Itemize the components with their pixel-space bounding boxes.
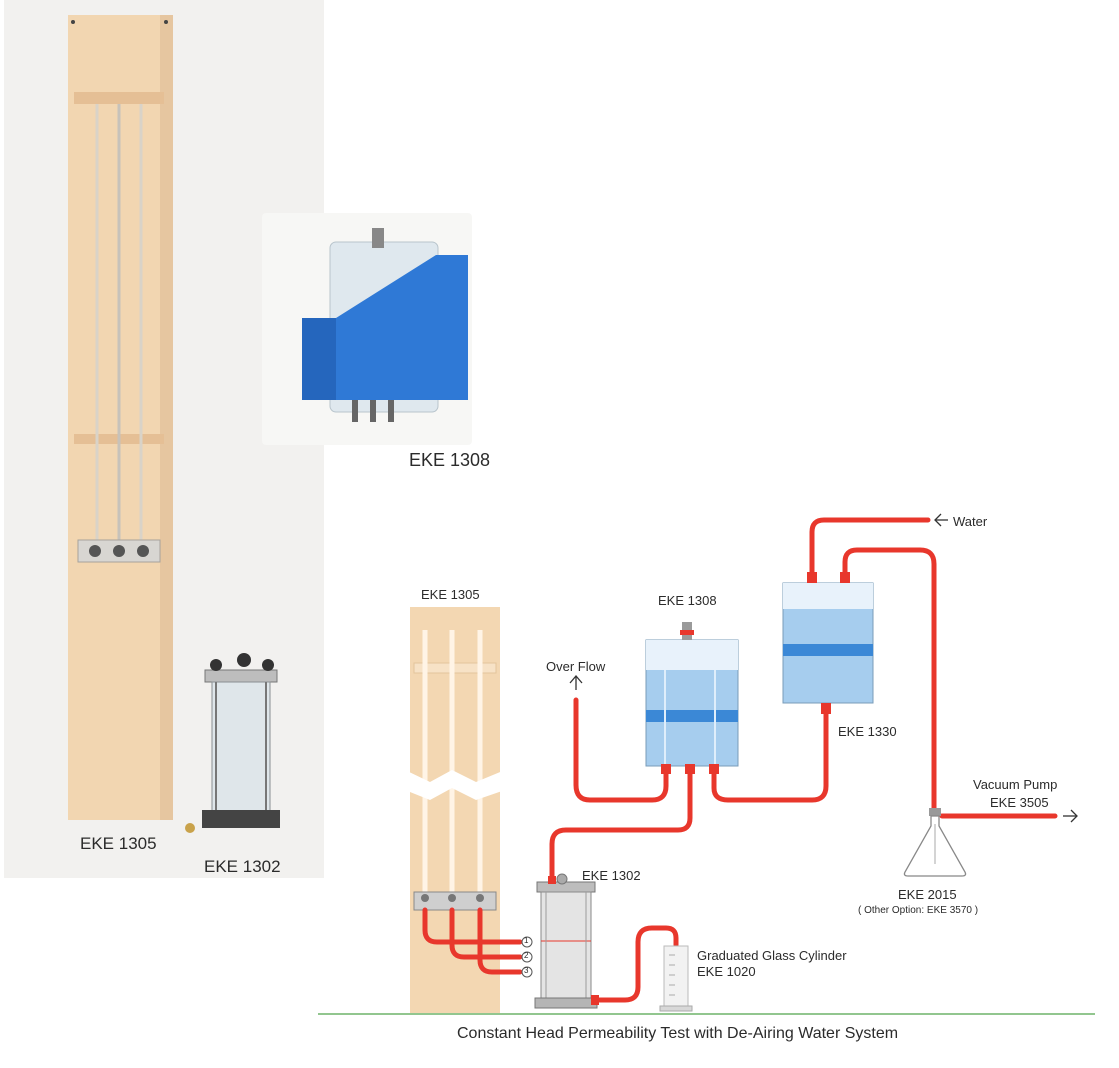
port-number-1: 1 [524, 936, 529, 945]
storage-tank [782, 572, 874, 714]
diagram-deairing-label: EKE 1308 [658, 593, 717, 608]
graduated-cylinder [659, 945, 693, 1012]
port-number-2: 2 [524, 951, 529, 960]
diagram-caption: Constant Head Permeability Test with De-… [457, 1025, 899, 1042]
flask-option-label: ( Other Option: EKE 3570 ) [858, 905, 979, 916]
pipe-network [422, 517, 1058, 1003]
photo-permeameter-label: EKE 1302 [204, 857, 281, 876]
flask-label: EKE 2015 [898, 887, 957, 902]
diagram-storage-label: EKE 1330 [838, 724, 897, 739]
diagram-permeameter-label: EKE 1302 [582, 868, 641, 883]
port-markers [521, 936, 533, 978]
cylinder-code: EKE 1020 [697, 964, 756, 979]
diagram-column [405, 607, 505, 1013]
photo-column-label: EKE 1305 [80, 834, 157, 853]
water-arrow-icon [934, 513, 948, 527]
vacuum-pump-label: Vacuum Pump [973, 777, 1058, 792]
diagram-permeameter [534, 873, 599, 1009]
water-label: Water [953, 514, 988, 529]
port-number-3: 3 [524, 966, 529, 975]
permeameter-photo [185, 653, 280, 833]
overflow-arrow-icon [569, 675, 583, 690]
diagram-column-label: EKE 1305 [421, 587, 480, 602]
overflow-label: Over Flow [546, 659, 606, 674]
cylinder-label: Graduated Glass Cylinder [697, 948, 847, 963]
vacuum-arrow-icon [1063, 809, 1078, 823]
column-photo [68, 15, 173, 820]
deairing-tank [645, 622, 739, 774]
vacuum-flask [903, 808, 967, 877]
photo-deairing-label: EKE 1308 [409, 450, 491, 470]
vacuum-pump-code: EKE 3505 [990, 795, 1049, 810]
